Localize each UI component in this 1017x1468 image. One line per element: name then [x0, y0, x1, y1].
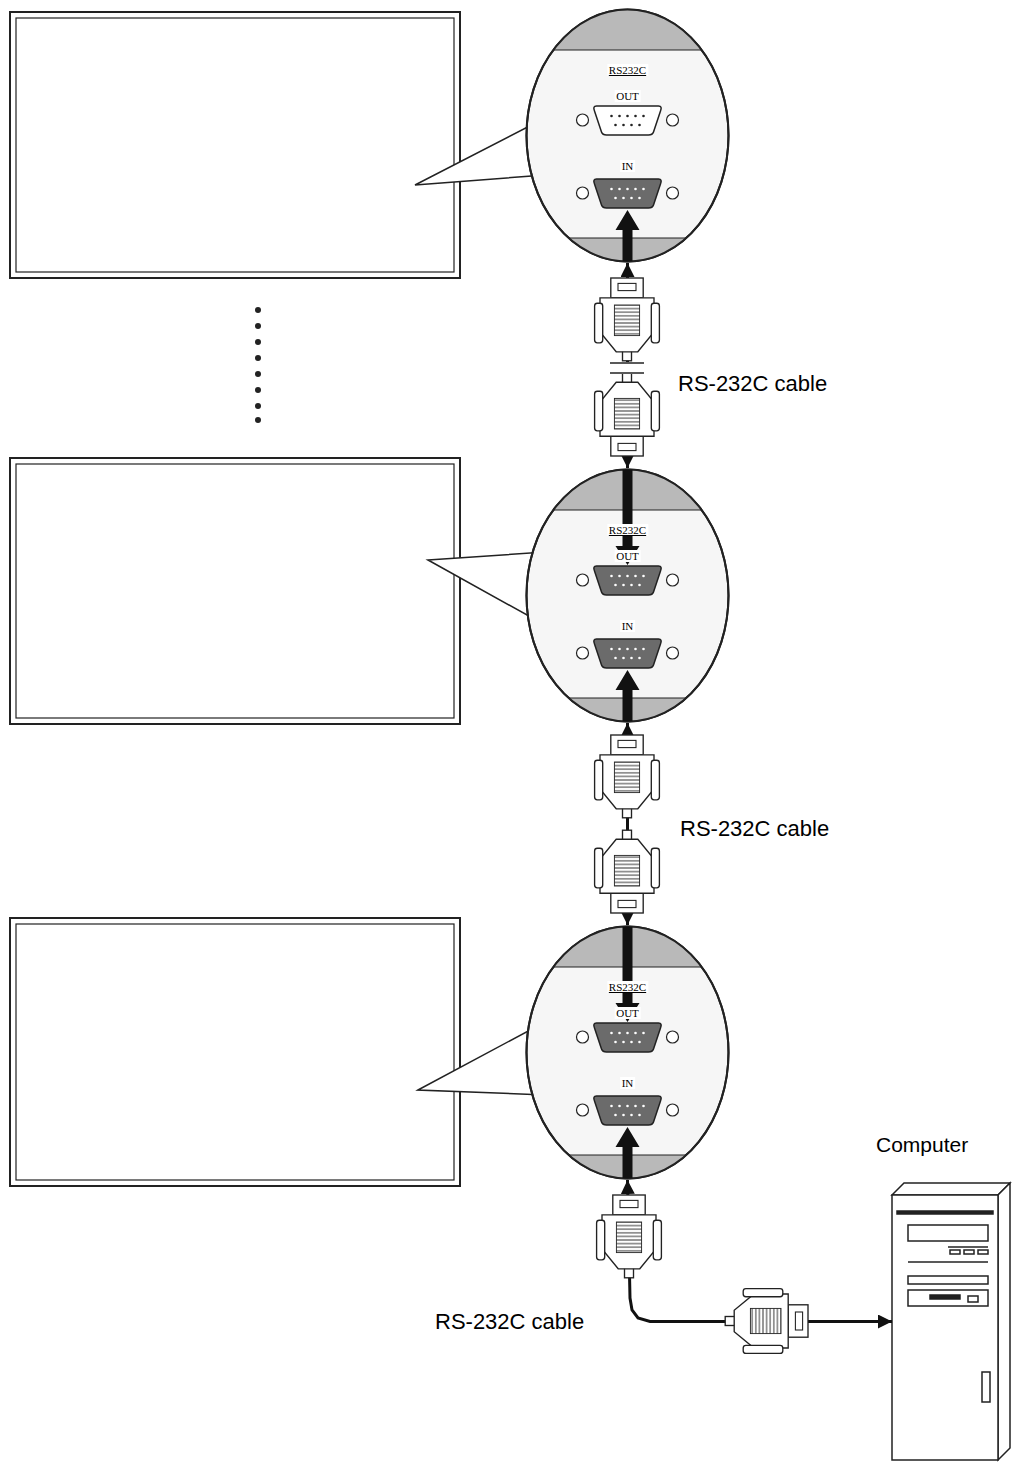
monitor-screen	[16, 18, 454, 272]
continuation-dots	[255, 307, 261, 423]
callout-wedge	[415, 118, 545, 185]
cable-label: RS-232C cable	[678, 816, 831, 842]
cable-plug	[595, 830, 660, 913]
connector-panel-callout: RS232C OUT IN	[525, 925, 730, 1180]
cable-label: RS-232C cable	[433, 1309, 586, 1335]
port-label: OUT	[614, 90, 641, 102]
computer: Computer	[892, 1183, 1010, 1460]
port-group-label: RS232C	[607, 64, 648, 76]
device-label: Computer	[876, 1133, 968, 1157]
connector-panel-callout: RS232C OUT IN	[525, 468, 730, 723]
callout-ellipse	[525, 468, 730, 723]
port-label: OUT	[614, 550, 641, 562]
cable-label: RS-232C cable	[676, 371, 829, 397]
monitor	[10, 458, 460, 724]
cable-break	[610, 362, 644, 374]
computer-tower	[892, 1183, 1010, 1460]
port-group-label: RS232C	[607, 981, 648, 993]
callout-ellipse	[525, 8, 730, 263]
cable-plug	[595, 278, 660, 361]
callout-ellipse	[525, 925, 730, 1180]
cable-plug	[725, 1289, 808, 1354]
cable-plug	[597, 1195, 662, 1278]
port-label: IN	[620, 620, 636, 632]
monitor	[10, 12, 460, 278]
port-group-label: RS232C	[607, 524, 648, 536]
port-label: IN	[620, 160, 636, 172]
monitor-screen	[16, 924, 454, 1180]
connector-panel-callout: RS232C OUT IN	[525, 8, 730, 263]
port-label: OUT	[614, 1007, 641, 1019]
monitor	[10, 918, 460, 1186]
cable-plug	[595, 735, 660, 818]
port-label: IN	[620, 1077, 636, 1089]
monitor-screen	[16, 464, 454, 718]
cable-plug	[595, 373, 660, 456]
